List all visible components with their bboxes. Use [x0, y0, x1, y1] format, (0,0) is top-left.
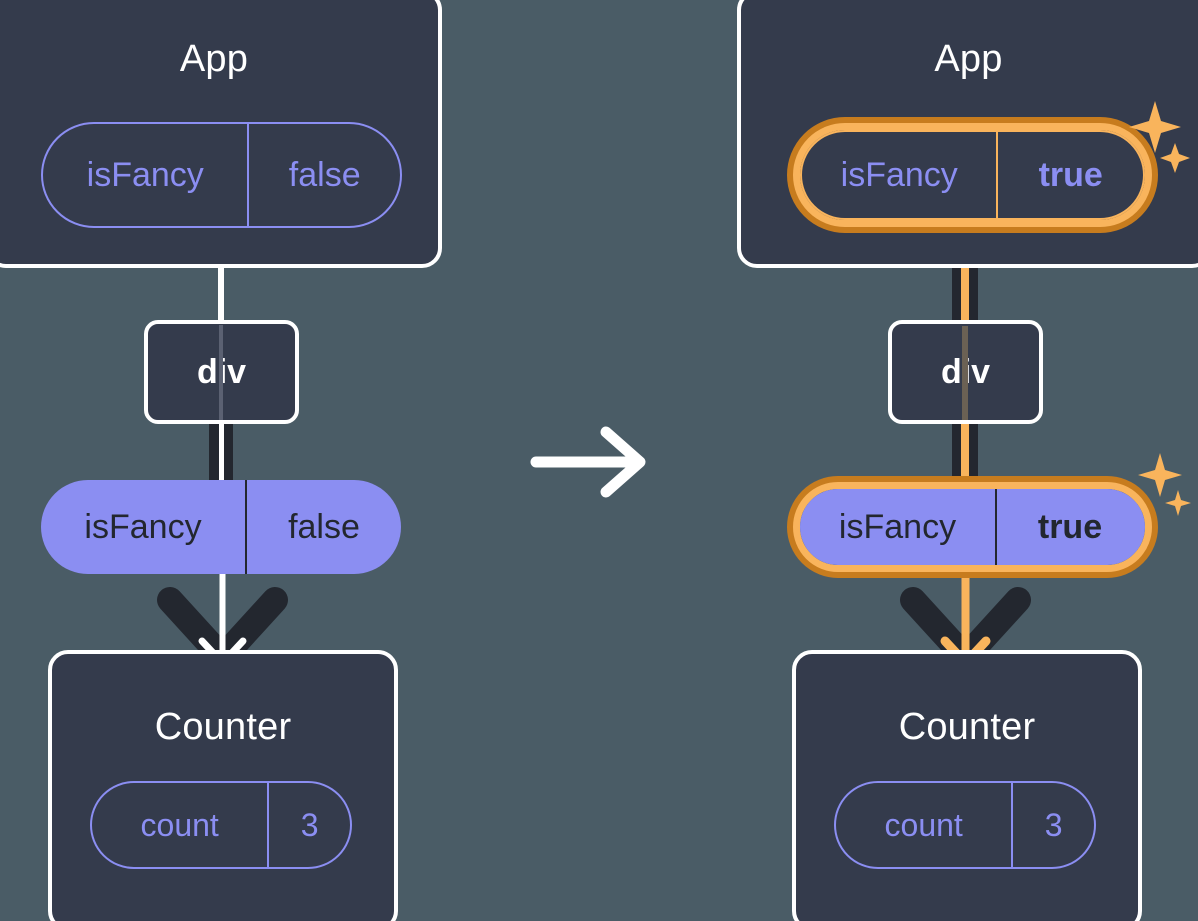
app-state-pill-after: isFancy true: [800, 130, 1145, 220]
flow-arrow-before: [157, 565, 288, 670]
wire-app-to-div-core-after: [961, 228, 969, 326]
wire-div-to-prop-inner-before: [219, 418, 224, 483]
sparkle-icon-app: [1129, 101, 1190, 173]
app-card-title: App: [179, 38, 249, 80]
counter-card-title: Counter: [154, 706, 292, 748]
wire-through-div-before: [219, 325, 223, 420]
prop-pill-value: true: [1037, 507, 1103, 546]
prop-pill-after: isFancy true: [800, 489, 1145, 565]
app-state-pill-key: isFancy: [43, 124, 250, 226]
wire-div-to-prop-core-after: [961, 418, 969, 484]
app-card-title: App: [934, 38, 1003, 80]
counter-state-pill-before: count 3: [90, 781, 352, 869]
app-state-pill-key: isFancy: [802, 132, 999, 218]
prop-pill-before: isFancy false: [41, 480, 401, 574]
counter-state-pill-value: 3: [300, 806, 319, 843]
prop-pill-key: isFancy: [41, 480, 247, 574]
prop-pill-value: false: [288, 507, 360, 546]
wire-through-div-after: [962, 326, 968, 420]
counter-state-pill-value: 3: [1044, 806, 1063, 843]
app-state-pill-value: true: [1038, 155, 1103, 194]
counter-state-pill-after: count 3: [834, 781, 1096, 869]
counter-card-title: Counter: [898, 706, 1036, 748]
right-arrow-icon: [530, 426, 646, 498]
app-state-pill-value: false: [288, 155, 361, 194]
app-state-pill-before: isFancy false: [41, 122, 402, 228]
counter-state-pill-key: count: [92, 783, 270, 867]
sparkle-icon-prop: [1138, 453, 1191, 516]
prop-pill-key: isFancy: [800, 489, 997, 565]
wire-app-to-div-before: [218, 255, 224, 325]
counter-state-pill-key: count: [836, 783, 1014, 867]
